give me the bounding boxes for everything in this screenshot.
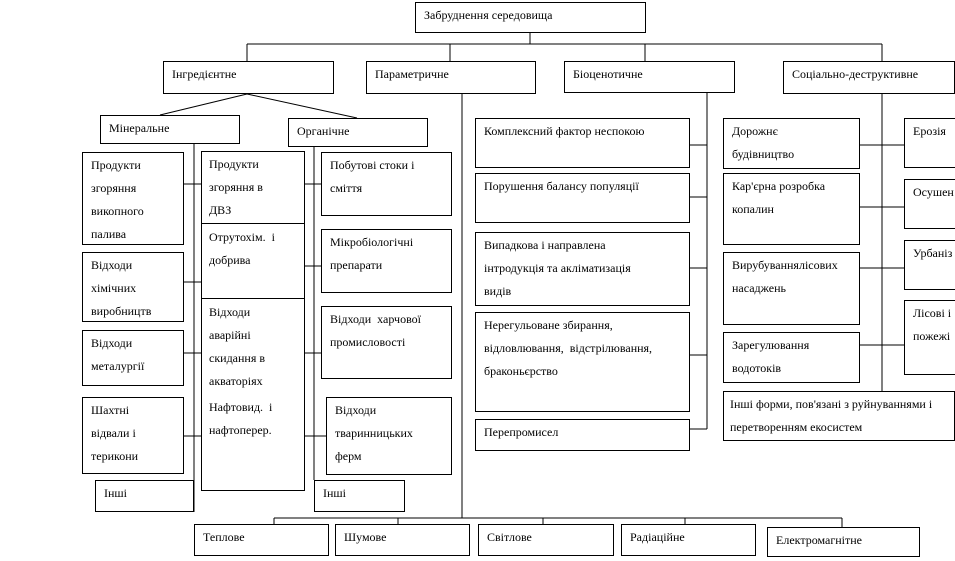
social-item-roads: Дорожнє будівництво (723, 118, 860, 169)
type-parametric: Параметричне (366, 61, 536, 94)
social-item-quarries: Кар'єрна розробка копалин (723, 173, 860, 245)
type-social: Соціально-деструктивне (783, 61, 955, 94)
mixed-divider-1 (201, 223, 305, 224)
social-right-drainage: Осушен (904, 179, 955, 229)
mixed-item-oil: Нафтовид. і нафтоперер. (209, 400, 273, 437)
mixed-column (201, 151, 305, 491)
social-item-other: Інші форми, пов'язані з руйнуваннями і п… (723, 391, 955, 441)
biocenotic-item-population: Порушення балансу популяції (475, 173, 690, 223)
social-right-erosion: Ерозія (904, 118, 955, 168)
root-node: Забруднення середовища (415, 2, 646, 33)
organic-item-other: Інші (314, 480, 405, 512)
biocenotic-item-disturbance: Комплексний фактор неспокою (475, 118, 690, 168)
social-right-urbanization: Урбаніз (904, 240, 955, 290)
type-biocenotic: Біоценотичне (564, 61, 735, 93)
biocenotic-item-overfishing: Перепромисел (475, 419, 690, 451)
parametric-item-light: Світлове (478, 524, 614, 556)
parametric-item-noise: Шумове (335, 524, 470, 556)
social-right-fires: Лісові і пожежі (904, 300, 955, 375)
mineral-item-other: Інші (95, 480, 194, 512)
mixed-item-pesticides: Отрутохім. і добрива (209, 230, 275, 267)
mineral-item-fuel: Продукти згоряння викопного палива (82, 152, 184, 245)
mixed-divider-2 (201, 298, 305, 299)
organic-item-household: Побутові стоки і сміття (321, 152, 452, 216)
parametric-item-electromagnetic: Електромагнітне (767, 527, 920, 557)
biocenotic-item-poaching: Нерегульоване збирання, відловлювання, в… (475, 312, 690, 412)
mineral-item-mines: Шахтні відвали і терикони (82, 397, 184, 474)
social-item-waterways: Зарегулювання водотоків (723, 332, 860, 383)
organic-item-food: Відходи харчової промисловості (321, 306, 452, 379)
parametric-item-radiation: Радіаційне (621, 524, 756, 556)
organic-node: Органічне (288, 118, 428, 147)
type-ingredient: Інгредієнтне (163, 61, 334, 94)
biocenotic-item-introduction: Випадкова і направлена інтродукція та ак… (475, 232, 690, 306)
mineral-node: Мінеральне (100, 115, 240, 144)
mineral-item-chemical: Відходи хімічних виробництв (82, 252, 184, 322)
organic-item-microbio: Мікробіологічні препарати (321, 229, 452, 293)
organic-item-farms: Відходи тваринницьких ферм (326, 397, 452, 475)
mineral-item-metallurgy: Відходи металургії (82, 330, 184, 386)
mixed-item-engine: Продукти згоряння в ДВЗ (209, 157, 263, 217)
social-item-logging: Вирубуваннялісових насаджень (723, 252, 860, 325)
parametric-item-thermal: Теплове (194, 524, 329, 556)
mixed-item-accidents: Відходи аварійні скидання в акваторіях (209, 305, 266, 388)
